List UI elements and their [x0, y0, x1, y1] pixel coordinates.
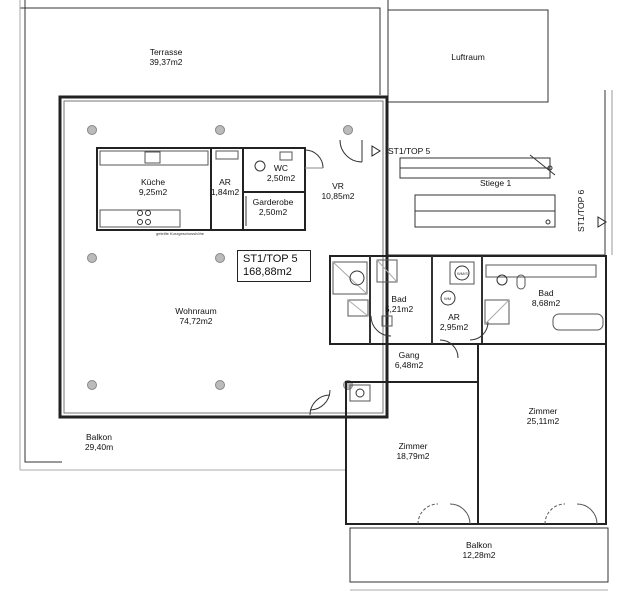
unit-info-box: ST1/TOP 5 168,88m2 [237, 250, 311, 282]
zimmer2-outline [477, 343, 607, 525]
terrace-outline-top [20, 7, 381, 95]
entrance-label: ST1/TOP 5 [388, 146, 431, 156]
label-wohnraum: Wohnraum 74,72m2 [175, 306, 216, 326]
room-name: AR [448, 312, 460, 322]
label-ar2: AR 2,95m2 [440, 312, 468, 332]
label-zimmer1: Zimmer 18,79m2 [396, 441, 429, 461]
room-area: 8,68m2 [531, 298, 561, 308]
label-kueche: Küche 9,25m2 [139, 177, 167, 197]
balkon2-outline [349, 527, 609, 583]
room-area: 1,84m2 [210, 187, 240, 197]
unit-name: ST1/TOP 5 [243, 253, 298, 265]
room-area: 12,28m2 [462, 550, 496, 560]
label-bad2: Bad 8,68m2 [532, 288, 560, 308]
room-name: Luftraum [451, 52, 485, 62]
label-zimmer2: Zimmer 25,11m2 [527, 406, 559, 426]
room-name: Bad [538, 288, 554, 298]
room-area: 2,50m2 [258, 207, 288, 217]
unit-area: 168,88m2 [243, 266, 292, 278]
room-name: Wohnraum [175, 306, 217, 316]
room-area: 2,50m2 [266, 173, 296, 183]
room-name: WC [273, 163, 289, 173]
room-area: 39,37m2 [149, 57, 183, 67]
room-name: AR [219, 177, 231, 187]
label-balkon2: Balkon 12,28m2 [462, 540, 495, 560]
room-area: 2,95m2 [439, 322, 469, 332]
label-bad1: Bad 5,21m2 [385, 294, 413, 314]
room-name: Balkon [85, 432, 112, 442]
label-vr: VR 10,85m2 [321, 181, 354, 201]
room-area: 10,85m2 [321, 191, 355, 201]
label-ar1: AR 1,84m2 [211, 177, 239, 197]
label-luftraum: Luftraum [451, 52, 485, 62]
room-name: Bad [391, 294, 407, 304]
garderobe-outline [242, 191, 306, 231]
room-name: Zimmer [398, 441, 428, 451]
label-balkon1: Balkon 29,40m [85, 432, 113, 452]
fridge-note: geteilte Kurzgeschosshöhe [156, 231, 205, 236]
room-name: Zimmer [528, 406, 558, 416]
room-area: 25,11m2 [526, 416, 560, 426]
label-gang: Gang 6,48m2 [395, 350, 423, 370]
room-area: 9,25m2 [138, 187, 168, 197]
room-name: Garderobe [252, 197, 294, 207]
wmt-label: WM/S [457, 271, 468, 276]
zimmer1-outline [345, 381, 479, 525]
room-name: Balkon [466, 540, 492, 550]
room-name: Gang [398, 350, 420, 360]
wm-label: WM [444, 296, 452, 301]
room-area: 74,72m2 [179, 316, 213, 326]
room-area: 18,79m2 [396, 451, 430, 461]
neighbor-unit-label: ST1/TOP 6 [576, 189, 586, 232]
wet-block-outline [329, 255, 607, 345]
room-name: VR [332, 181, 344, 191]
stair-label: Stiege 1 [480, 178, 512, 188]
room-area: 6,48m2 [394, 360, 424, 370]
terrace-outline [24, 0, 62, 463]
luftraum-outline [387, 9, 549, 103]
room-area: 5,21m2 [384, 304, 414, 314]
room-area: 29,40m [84, 442, 114, 452]
room-name: Küche [140, 177, 166, 187]
room-name: Terrasse [149, 47, 183, 57]
label-garderobe: Garderobe 2,50m2 [253, 197, 294, 217]
label-terrasse: Terrasse 39,37m2 [149, 47, 182, 67]
label-wc: WC 2,50m2 [267, 163, 295, 183]
